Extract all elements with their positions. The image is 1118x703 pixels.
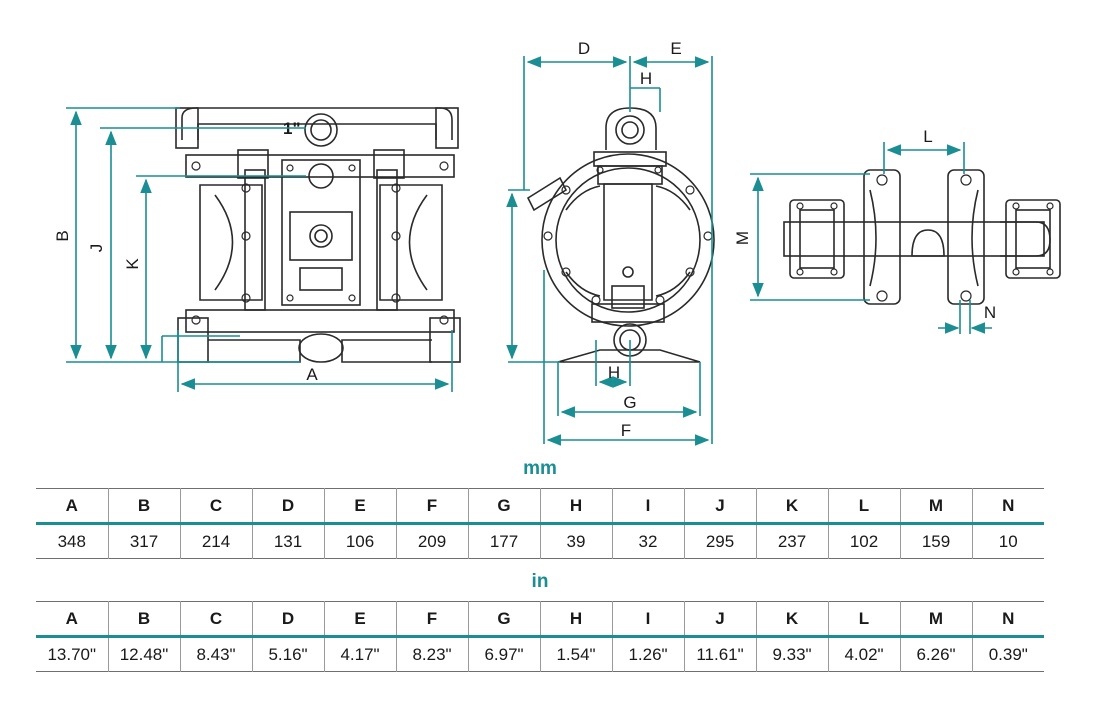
table-cell: 159 — [899, 523, 972, 559]
table-row: 13.70" 12.48"8.43"5.16"4.17"8.23"6.97"1.5… — [36, 636, 1044, 672]
table-cell: 214 — [179, 523, 252, 559]
column-header: A — [36, 488, 108, 525]
column-header: F — [395, 488, 468, 525]
table-cell: 32 — [611, 523, 684, 559]
dim-label-D: D — [578, 39, 590, 58]
mm-table-title: mm — [523, 458, 557, 479]
column-header: M — [899, 601, 972, 638]
table-cell: 1.26" — [611, 636, 684, 672]
column-header: E — [323, 488, 396, 525]
dim-label-E: E — [670, 39, 681, 58]
column-header: M — [899, 488, 972, 525]
table-cell: 10 — [971, 523, 1044, 559]
column-header: C — [179, 488, 252, 525]
column-header: G — [467, 488, 540, 525]
column-header: L — [827, 488, 900, 525]
column-header: B — [107, 488, 180, 525]
table-cell: 8.43" — [179, 636, 252, 672]
dim-label-L: L — [923, 127, 932, 146]
table-cell: 12.48" — [107, 636, 180, 672]
column-header: C — [179, 601, 252, 638]
table-cell: 237 — [755, 523, 828, 559]
column-header: J — [683, 601, 756, 638]
table-cell: 39 — [539, 523, 612, 559]
column-header: D — [251, 601, 324, 638]
column-header: D — [251, 488, 324, 525]
column-header: H — [539, 488, 612, 525]
table-cell: 209 — [395, 523, 468, 559]
pump-dimension-drawing: 1" B J K A — [53, 39, 1061, 446]
table-cell: 6.26" — [899, 636, 972, 672]
front-view — [175, 107, 461, 363]
table-cell: 295 — [683, 523, 756, 559]
dim-label-B: B — [53, 230, 72, 241]
column-header: K — [755, 488, 828, 525]
table-cell: 177 — [467, 523, 540, 559]
table-cell: 6.97" — [467, 636, 540, 672]
top-view — [783, 169, 1061, 305]
table-cell: 131 — [251, 523, 324, 559]
table-cell: 317 — [107, 523, 180, 559]
dim-label-H-bottom: H — [608, 363, 620, 382]
table-cell: 348 — [57, 531, 86, 551]
table-cell: 4.02" — [827, 636, 900, 672]
front-dimensions — [66, 107, 453, 392]
column-header: G — [467, 601, 540, 638]
column-header: J — [683, 488, 756, 525]
dim-label-A: A — [306, 365, 318, 384]
column-header: K — [755, 601, 828, 638]
column-header: F — [395, 601, 468, 638]
table-cell: 8.23" — [395, 636, 468, 672]
dim-label-F: F — [621, 421, 631, 440]
dim-label-G: G — [623, 393, 636, 412]
column-header: A — [36, 601, 108, 638]
column-header: L — [827, 601, 900, 638]
column-header: I — [611, 601, 684, 638]
table-cell: 11.61" — [683, 636, 756, 672]
table-cell: 4.17" — [323, 636, 396, 672]
table-cell: 13.70" — [47, 644, 97, 664]
top-dimensions — [750, 142, 992, 334]
column-header: B — [107, 601, 180, 638]
dim-label-J: J — [87, 244, 106, 253]
dim-label-M: M — [733, 231, 752, 245]
side-view — [526, 107, 715, 363]
table-cell: 9.33" — [755, 636, 828, 672]
column-header: N — [971, 488, 1044, 525]
table-cell: 102 — [827, 523, 900, 559]
table-cell: 106 — [323, 523, 396, 559]
column-header: H — [539, 601, 612, 638]
table-cell: 0.39" — [971, 636, 1044, 672]
dim-label-H-top: H — [640, 69, 652, 88]
in-table-title: in — [531, 571, 549, 592]
column-header: I — [611, 488, 684, 525]
table-cell: 5.16" — [251, 636, 324, 672]
column-header: N — [971, 601, 1044, 638]
dim-label-N: N — [984, 303, 996, 322]
column-header: E — [323, 601, 396, 638]
dim-label-K: K — [123, 258, 142, 270]
table-cell: 1.54" — [539, 636, 612, 672]
side-dimensions — [506, 56, 713, 446]
